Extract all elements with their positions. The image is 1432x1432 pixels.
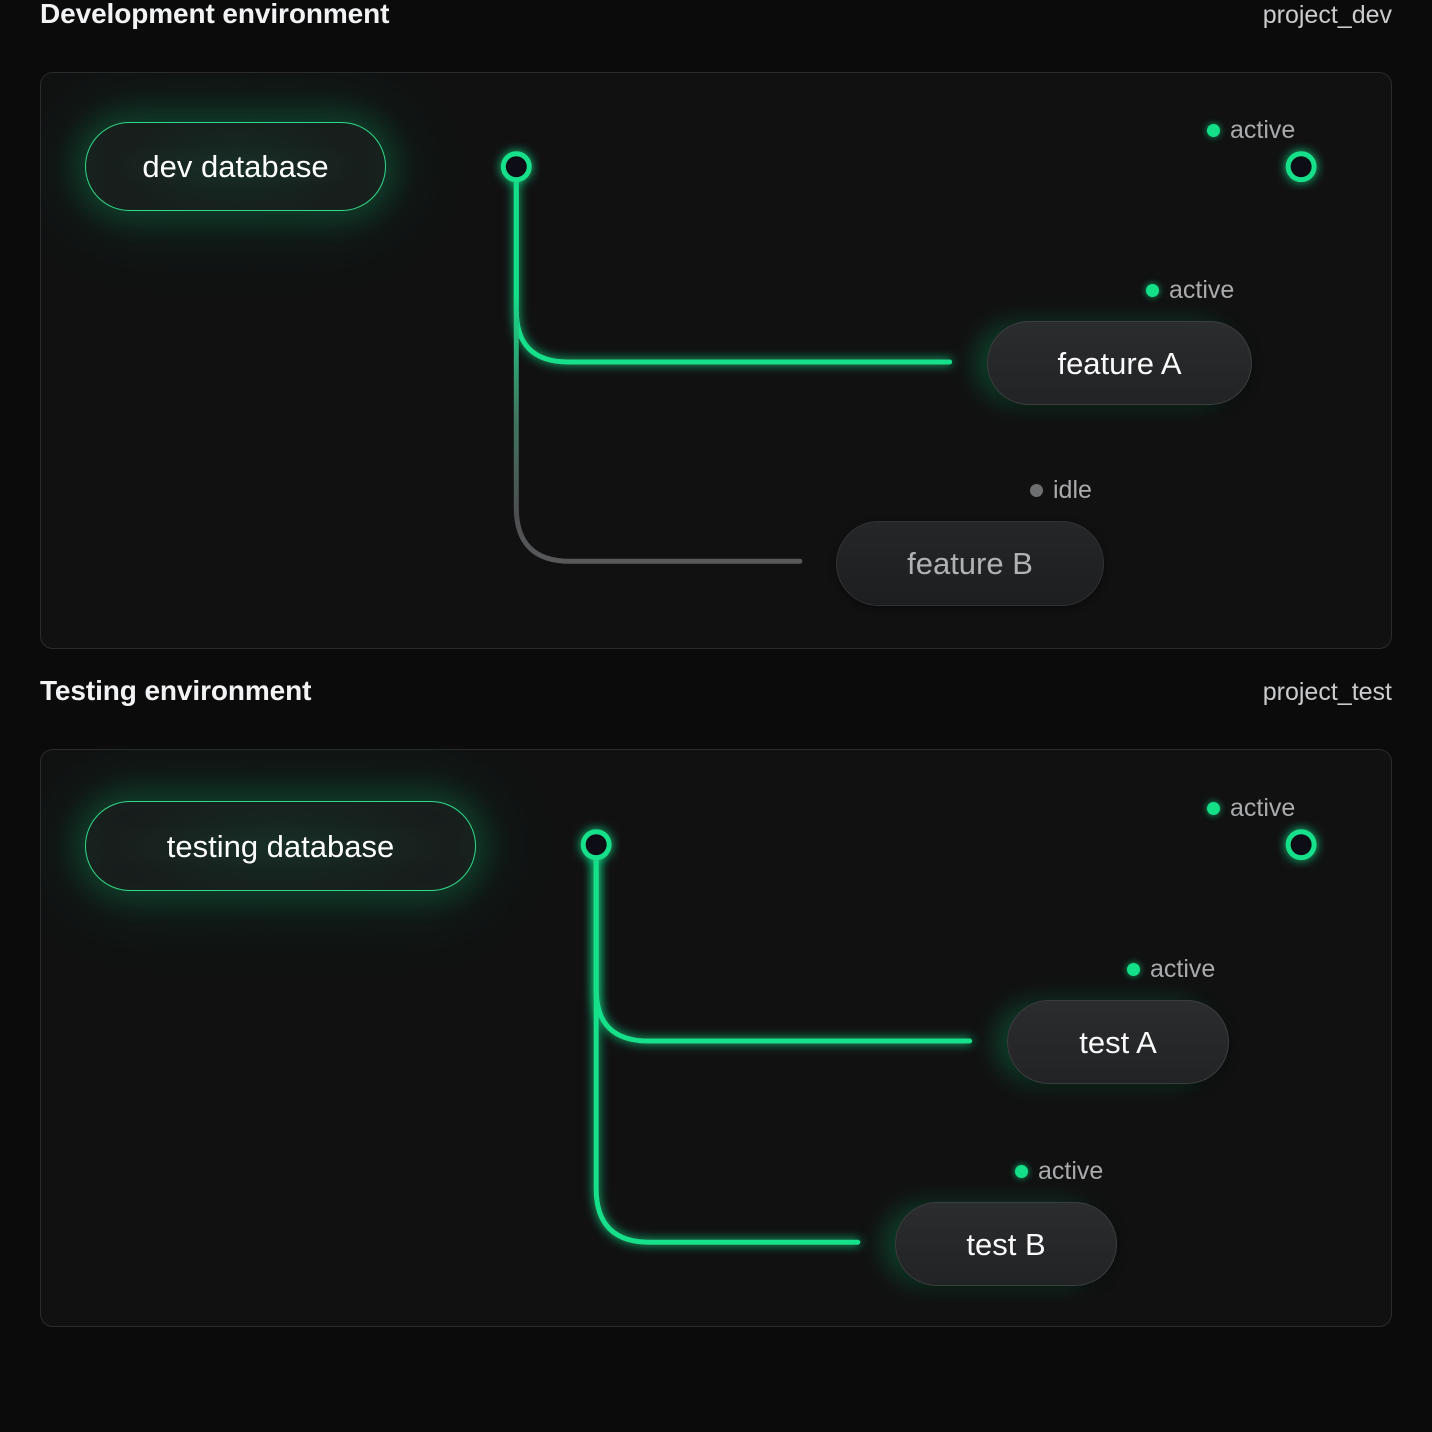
test-environment-header: Testing environment project_test bbox=[40, 677, 1392, 749]
dev-environment-title: Development environment bbox=[40, 0, 390, 29]
node-test-a[interactable]: test A bbox=[1007, 1000, 1229, 1084]
test-a-status-label: active bbox=[1150, 955, 1216, 983]
feature-b-status-badge: idle bbox=[1030, 478, 1092, 503]
test-environment-title: Testing environment bbox=[40, 675, 312, 706]
dev-project-name: project_dev bbox=[1262, 1, 1392, 29]
status-dot-active-icon bbox=[1146, 284, 1159, 297]
feature-a-status-label: active bbox=[1169, 276, 1235, 304]
node-dev-database-label: dev database bbox=[142, 149, 329, 184]
node-test-a-label: test A bbox=[1079, 1024, 1157, 1060]
test-branch-test-b bbox=[593, 842, 861, 1245]
node-feature-a[interactable]: feature A bbox=[987, 321, 1252, 405]
status-dot-active-icon bbox=[1127, 963, 1140, 976]
node-test-b[interactable]: test B bbox=[895, 1202, 1117, 1286]
test-connection-graph bbox=[432, 829, 1317, 1245]
test-project-name: project_test bbox=[1262, 678, 1392, 706]
status-dot-active-icon bbox=[1207, 802, 1220, 815]
status-dot-idle-icon bbox=[1030, 484, 1043, 497]
test-junction-dot[interactable] bbox=[580, 829, 612, 861]
dev-trunk-status-badge: active bbox=[1207, 118, 1295, 143]
dev-connection-graph bbox=[343, 151, 1317, 564]
node-testing-database[interactable]: testing database bbox=[85, 801, 476, 891]
test-trunk-endpoint-dot[interactable] bbox=[1285, 829, 1317, 861]
test-branch-test-a bbox=[593, 842, 973, 1044]
dev-environment-header: Development environment project_dev bbox=[40, 0, 1392, 72]
node-testing-database-label: testing database bbox=[166, 828, 395, 864]
dev-junction-dot[interactable] bbox=[500, 151, 532, 183]
dev-branch-feature-a bbox=[513, 164, 953, 365]
node-test-b-label: test B bbox=[966, 1226, 1046, 1262]
test-b-status-label: active bbox=[1038, 1157, 1104, 1185]
test-b-status-badge: active bbox=[1015, 1159, 1103, 1184]
node-feature-b-label: feature B bbox=[907, 546, 1033, 581]
test-trunk-status-label: active bbox=[1230, 794, 1296, 822]
dev-trunk-endpoint-dot[interactable] bbox=[1285, 151, 1317, 183]
node-feature-a-label: feature A bbox=[1057, 345, 1182, 381]
dev-trunk-status-label: active bbox=[1230, 116, 1296, 144]
dev-environment-panel: dev database active feature A active fea… bbox=[40, 72, 1392, 649]
status-dot-active-icon bbox=[1207, 124, 1220, 137]
node-dev-database[interactable]: dev database bbox=[85, 122, 386, 211]
test-environment-panel: testing database active test A active te… bbox=[40, 749, 1392, 1327]
feature-b-status-label: idle bbox=[1053, 476, 1092, 504]
status-dot-active-icon bbox=[1015, 1165, 1028, 1178]
node-feature-b[interactable]: feature B bbox=[836, 521, 1104, 606]
feature-a-status-badge: active bbox=[1146, 278, 1234, 303]
test-a-status-badge: active bbox=[1127, 957, 1215, 982]
dev-branch-feature-b bbox=[513, 164, 803, 564]
test-trunk-status-badge: active bbox=[1207, 796, 1295, 821]
